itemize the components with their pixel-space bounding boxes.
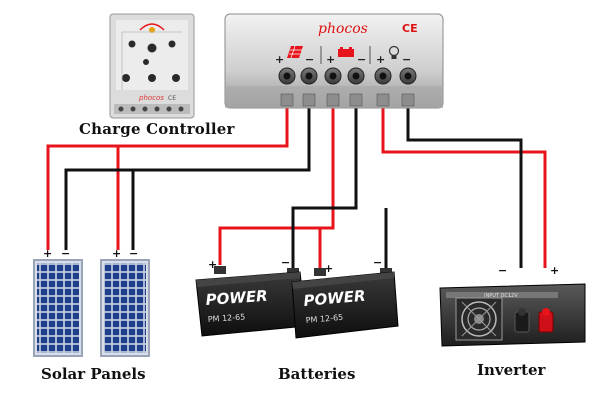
inverter-label: Inverter: [477, 361, 546, 379]
controller-ce-mark: CE: [402, 22, 418, 35]
wire-load-negative: [406, 108, 523, 268]
battery-2-minus: −: [373, 256, 382, 269]
charge-controller-label: Charge Controller: [79, 120, 235, 138]
battery-1-minus: −: [281, 256, 290, 269]
inverter-positive-terminal: [538, 308, 554, 333]
lightbulb-icon: [388, 45, 400, 59]
panel-2-plus: +: [112, 247, 121, 260]
controller-terminal-row: [278, 67, 417, 85]
wire-battery-positive: [218, 108, 335, 265]
inverter: − + INPUT DC12V: [439, 264, 586, 347]
controller-solar-minus: −: [305, 53, 314, 66]
battery-2-model: PM 12-65: [305, 313, 343, 325]
controller-battery-plus: +: [326, 53, 335, 66]
inverter-minus: −: [498, 264, 507, 277]
battery-2-plus: +: [324, 262, 333, 275]
battery: + − POWER PM 12-65: [291, 256, 399, 339]
controller-brand: phocos: [318, 21, 368, 37]
fan-grille-icon: [455, 297, 503, 341]
terminal-screw: [399, 67, 417, 85]
small-controller-ce-mark: CE: [168, 95, 176, 102]
terminal-screw: [278, 67, 296, 85]
battery-1-plus: +: [208, 258, 217, 271]
small-controller-brand: phocos: [138, 94, 164, 102]
inverter-port-label: INPUT DC12V: [484, 293, 518, 299]
solar-panel-icon: [287, 45, 303, 59]
small-controller-photo: phocos CE: [109, 13, 195, 119]
battery: + − POWER PM 12-65: [195, 256, 307, 337]
inverter-negative-terminal: [514, 308, 530, 333]
battery-1-brand: POWER: [205, 287, 268, 309]
terminal-screw: [300, 67, 318, 85]
charge-controller: phocos CE + − + − + −: [224, 13, 444, 109]
battery-1-model: PM 12-65: [208, 312, 246, 324]
solar-panel: + −: [33, 247, 83, 357]
controller-load-plus: +: [376, 53, 385, 66]
solar-panels-label: Solar Panels: [41, 365, 146, 383]
panel-2-minus: −: [129, 247, 138, 260]
panel-1-minus: −: [61, 247, 70, 260]
controller-load-minus: −: [402, 53, 411, 66]
inverter-plus: +: [550, 264, 559, 277]
solar-panel: + −: [100, 247, 150, 357]
terminal-screw: [374, 67, 392, 85]
wire-solar-negative: [64, 108, 311, 250]
wiring: [46, 108, 547, 268]
battery-icon: [338, 47, 354, 57]
terminal-screw: [324, 67, 342, 85]
controller-solar-plus: +: [275, 53, 284, 66]
controller-battery-minus: −: [357, 53, 366, 66]
panel-1-plus: +: [43, 247, 52, 260]
wire-battery-negative: [291, 108, 358, 268]
battery-2-brand: POWER: [303, 287, 366, 310]
wire-solar-positive: [46, 108, 289, 250]
wire-load-positive: [381, 108, 547, 268]
batteries-label: Batteries: [278, 365, 356, 383]
terminal-screw: [347, 67, 365, 85]
